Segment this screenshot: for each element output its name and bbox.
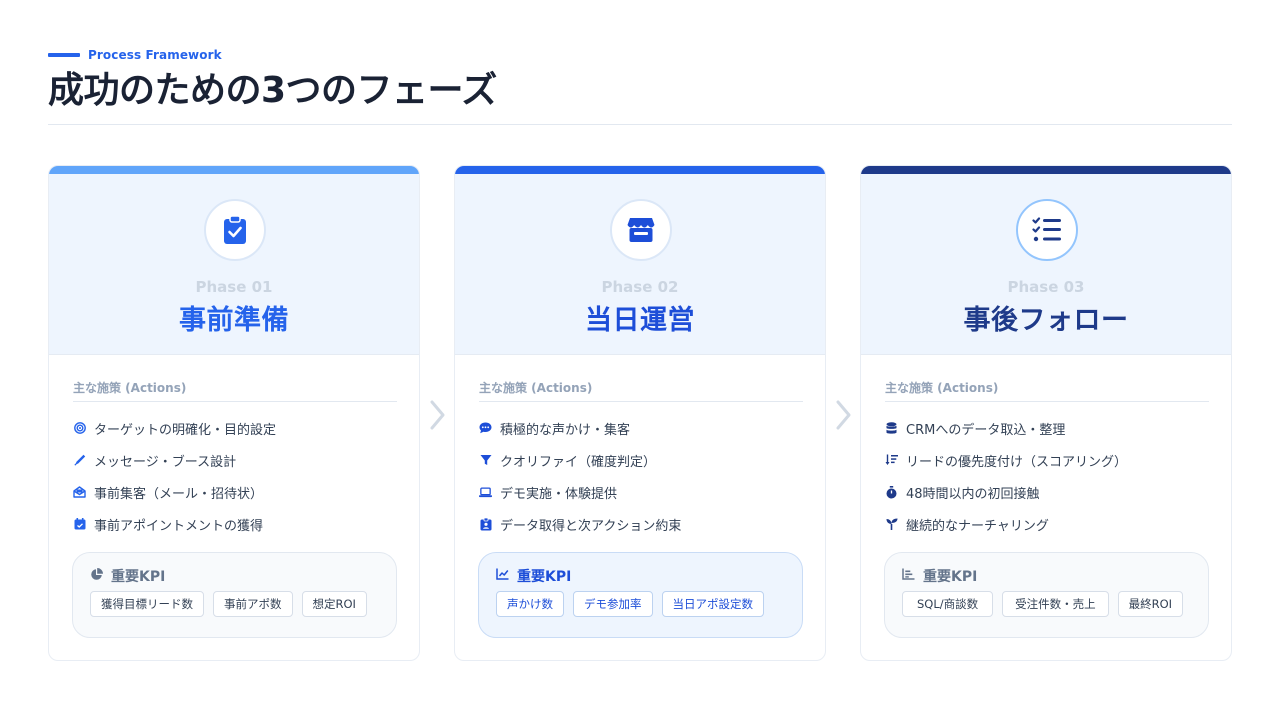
list-item: 事前アポイントメントの獲得: [73, 508, 397, 540]
action-text: 事前集客（メール・招待状）: [94, 486, 264, 502]
action-text: 積極的な声かけ・集客: [500, 422, 631, 438]
kpi-tag: SQL/商談数: [902, 591, 994, 617]
kpi-tag: 受注件数・売上: [1002, 591, 1109, 617]
kpi-heading-label: 重要KPI: [517, 569, 572, 585]
kpi-tag: 事前アポ数: [213, 591, 293, 617]
phase-card-02: Phase 02 当日運営 主な施策 (Actions) 積極的な声かけ・集客 …: [454, 165, 826, 661]
action-text: CRMへのデータ取込・整理: [906, 422, 1066, 438]
database-icon: [885, 421, 898, 435]
kpi-heading: 重要KPI: [496, 567, 785, 585]
action-text: ターゲットの明確化・目的設定: [94, 422, 277, 438]
kpi-box: 重要KPI SQL/商談数 受注件数・売上 最終ROI: [884, 552, 1209, 638]
phase-accent-bar: [861, 166, 1231, 174]
kpi-heading: 重要KPI: [90, 567, 379, 585]
kpi-heading-label: 重要KPI: [111, 569, 166, 585]
page-header: Process Framework 成功のための3つのフェーズ: [48, 46, 1232, 114]
header-divider: [48, 124, 1232, 125]
phase-title: 当日運営: [585, 305, 695, 336]
filter-icon: [479, 454, 492, 467]
list-item: デモ実施・体験提供: [479, 476, 803, 508]
chevron-right-icon: [426, 398, 448, 432]
store-icon: [610, 199, 672, 261]
action-list: ターゲットの明確化・目的設定 メッセージ・ブース設計 事前集客（メール・招待状）…: [73, 412, 397, 540]
list-item: リードの優先度付け（スコアリング）: [885, 444, 1209, 476]
comment-dots-icon: [479, 422, 492, 435]
eyebrow-accent-line: [48, 53, 80, 57]
id-badge-icon: [479, 517, 492, 531]
list-item: ターゲットの明確化・目的設定: [73, 412, 397, 444]
phase-number: Phase 03: [1007, 278, 1085, 296]
bar-chart-icon: [902, 568, 915, 584]
laptop-icon: [479, 486, 492, 499]
kpi-tag: 獲得目標リード数: [90, 591, 204, 617]
list-item: 継続的なナーチャリング: [885, 508, 1209, 540]
phase-accent-bar: [49, 166, 419, 174]
pie-chart-icon: [90, 567, 103, 585]
list-item: 48時間以内の初回接触: [885, 476, 1209, 508]
kpi-tag-list: 獲得目標リード数 事前アポ数 想定ROI: [90, 591, 379, 617]
phase-card-header: Phase 03 事後フォロー: [861, 166, 1231, 355]
phase-title: 事後フォロー: [963, 305, 1129, 336]
phase-number: Phase 01: [195, 278, 273, 296]
action-text: クオリファイ（確度判定）: [500, 454, 657, 470]
list-item: データ取得と次アクション約束: [479, 508, 803, 540]
kpi-tag-list: 声かけ数 デモ参加率 当日アポ設定数: [496, 591, 785, 617]
actions-heading: 主な施策 (Actions): [885, 379, 1209, 402]
list-item: メッセージ・ブース設計: [73, 444, 397, 476]
list-item: 積極的な声かけ・集客: [479, 412, 803, 444]
sort-amount-down-icon: [885, 454, 898, 467]
stopwatch-icon: [885, 485, 898, 499]
phase-card-header: Phase 02 当日運営: [455, 166, 825, 355]
pen-icon: [73, 454, 86, 467]
eyebrow: Process Framework: [48, 46, 1232, 64]
phase-number: Phase 02: [601, 278, 679, 296]
actions-heading: 主な施策 (Actions): [73, 379, 397, 402]
page-title: 成功のための3つのフェーズ: [48, 70, 497, 111]
calendar-check-icon: [73, 518, 86, 531]
kpi-tag: デモ参加率: [573, 591, 653, 617]
phase-card-03: Phase 03 事後フォロー 主な施策 (Actions) CRMへのデータ取…: [860, 165, 1232, 661]
kpi-heading-label: 重要KPI: [923, 569, 978, 585]
action-text: 事前アポイントメントの獲得: [94, 518, 264, 534]
list-check-icon: [1016, 199, 1078, 261]
kpi-box: 重要KPI 獲得目標リード数 事前アポ数 想定ROI: [72, 552, 397, 638]
list-item: CRMへのデータ取込・整理: [885, 412, 1209, 444]
clipboard-check-icon: [204, 199, 266, 261]
action-text: 継続的なナーチャリング: [906, 518, 1049, 534]
phase-accent-bar: [455, 166, 825, 174]
phase-title: 事前準備: [179, 305, 289, 336]
action-list: 積極的な声かけ・集客 クオリファイ（確度判定） デモ実施・体験提供 データ取得と…: [479, 412, 803, 540]
chevron-right-icon: [832, 398, 854, 432]
phase-card-header: Phase 01 事前準備: [49, 166, 419, 355]
action-text: リードの優先度付け（スコアリング）: [906, 454, 1128, 470]
kpi-tag: 声かけ数: [496, 591, 564, 617]
list-item: 事前集客（メール・招待状）: [73, 476, 397, 508]
action-text: デモ実施・体験提供: [500, 486, 618, 502]
kpi-tag: 当日アポ設定数: [661, 591, 764, 617]
list-item: クオリファイ（確度判定）: [479, 444, 803, 476]
line-chart-icon: [496, 568, 509, 584]
target-icon: [73, 422, 86, 435]
phase-card-01: Phase 01 事前準備 主な施策 (Actions) ターゲットの明確化・目…: [48, 165, 420, 661]
eyebrow-label: Process Framework: [88, 48, 222, 62]
kpi-tag: 最終ROI: [1117, 591, 1184, 617]
action-text: 48時間以内の初回接触: [906, 486, 1040, 502]
action-text: データ取得と次アクション約束: [500, 518, 682, 534]
action-list: CRMへのデータ取込・整理 リードの優先度付け（スコアリング） 48時間以内の初…: [885, 412, 1209, 540]
kpi-tag: 想定ROI: [301, 591, 367, 617]
kpi-heading: 重要KPI: [902, 567, 1191, 585]
envelope-open-icon: [73, 486, 86, 499]
kpi-tag-list: SQL/商談数 受注件数・売上 最終ROI: [902, 591, 1191, 617]
actions-heading: 主な施策 (Actions): [479, 379, 803, 402]
action-text: メッセージ・ブース設計: [94, 454, 237, 470]
kpi-box: 重要KPI 声かけ数 デモ参加率 当日アポ設定数: [478, 552, 803, 638]
seedling-icon: [885, 518, 898, 531]
